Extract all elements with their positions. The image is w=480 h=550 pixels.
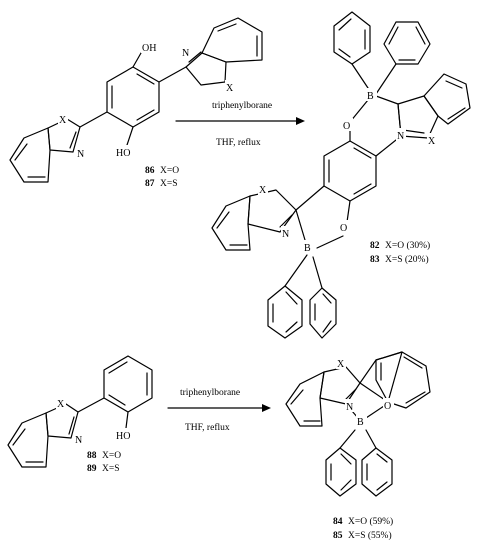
nitrogen-label: N — [346, 402, 353, 413]
oxygen-label: O — [343, 121, 350, 132]
heteroatom-x-label: X — [259, 185, 267, 196]
reaction-arrow-icon — [167, 404, 271, 412]
oxygen-label: O — [384, 401, 391, 412]
nitrogen-label: N — [75, 435, 82, 446]
heteroatom-x-label: X — [57, 399, 65, 410]
compound-label: X=S — [102, 464, 120, 474]
compound-number: 87 — [145, 179, 155, 189]
boron-label: B — [367, 91, 374, 102]
compound-label: X=S — [160, 179, 178, 189]
nitrogen-label: N — [397, 131, 404, 142]
product-boron-complex: X N O B — [285, 351, 431, 497]
heteroatom-x-label: X — [226, 83, 234, 94]
compound-number: 89 — [87, 464, 97, 474]
product-bis-boron-complex: O B N X O B N X — [211, 11, 471, 339]
nitrogen-label: N — [182, 48, 189, 59]
hydroxyl-label: OH — [142, 43, 156, 54]
starting-material-bis-benzazole-diol: OH HO N X X N — [9, 17, 263, 183]
reagent-label: triphenylborane — [212, 101, 272, 111]
compound-number: 82 — [370, 241, 380, 251]
reaction-arrow-icon — [175, 117, 305, 125]
compound-label: X=O — [160, 166, 179, 176]
heteroatom-x-label: X — [337, 359, 345, 370]
starting-material-benzazole-phenol: X N HO — [7, 355, 153, 468]
conditions-label: THF, reflux — [216, 137, 261, 148]
conditions-label: THF, reflux — [185, 422, 230, 433]
compound-number: 83 — [370, 255, 380, 265]
reagent-label: triphenylborane — [180, 388, 240, 398]
compound-label: X=O (59%) — [348, 516, 393, 527]
compound-number: 86 — [145, 166, 155, 176]
nitrogen-label: N — [282, 229, 289, 240]
hydroxyl-label: HO — [116, 148, 130, 159]
hydroxyl-label: HO — [116, 431, 130, 442]
compound-label: X=S (20%) — [385, 254, 429, 265]
heteroatom-x-label: X — [59, 115, 67, 126]
heteroatom-x-label: X — [428, 136, 436, 147]
oxygen-label: O — [340, 223, 347, 234]
nitrogen-label: N — [77, 149, 84, 160]
compound-label: X=O — [102, 451, 121, 461]
compound-label: X=O (30%) — [385, 240, 430, 251]
compound-number: 85 — [333, 531, 343, 541]
compound-label: X=S (55%) — [348, 530, 392, 541]
boron-label: B — [304, 243, 311, 254]
compound-number: 88 — [87, 451, 97, 461]
boron-label: B — [357, 417, 364, 428]
compound-number: 84 — [333, 517, 343, 527]
